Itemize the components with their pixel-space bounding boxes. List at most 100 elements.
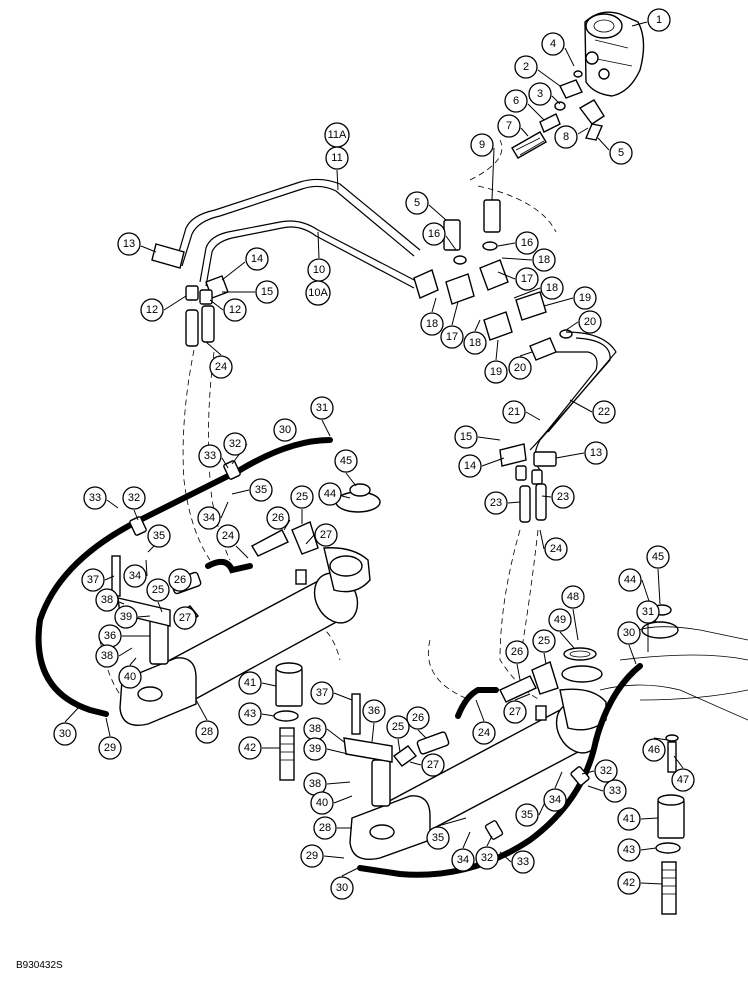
callout-circle [334, 449, 358, 473]
callout-number: 42 [623, 877, 635, 889]
callout-circle [273, 418, 297, 442]
callout-number: 44 [624, 574, 636, 586]
callout-circle [554, 125, 578, 149]
callout-circle [451, 848, 475, 872]
callout-circle [484, 491, 508, 515]
callout-circle [405, 191, 429, 215]
callout-circle [617, 807, 641, 831]
callout-17: 17 [440, 325, 464, 349]
callout-1: 1 [647, 8, 671, 32]
callout-circle [458, 454, 482, 478]
callout-circle [173, 606, 197, 630]
callout-circle [197, 506, 221, 530]
callout-number: 32 [229, 438, 241, 450]
callout-20: 20 [578, 310, 602, 334]
callout-30: 30 [53, 722, 77, 746]
callout-circle [617, 838, 641, 862]
callout-28: 28 [313, 816, 337, 840]
callout-13: 13 [584, 441, 608, 465]
callout-number: 37 [87, 574, 99, 586]
callout-11a: 11A [324, 122, 350, 148]
leader-lines [64, 21, 684, 885]
callout-number: 12 [229, 304, 241, 316]
callout-15: 15 [255, 280, 279, 304]
callout-35: 35 [515, 803, 539, 827]
right-cylinder-hardware [343, 604, 679, 807]
callout-number: 3 [537, 88, 543, 100]
callout-circle [305, 280, 331, 306]
callout-26: 26 [266, 506, 290, 530]
callout-number: 47 [677, 774, 689, 786]
callout-number: 36 [104, 630, 116, 642]
callout-19: 19 [573, 286, 597, 310]
callout-circle [544, 537, 568, 561]
callout-number: 41 [244, 677, 256, 689]
callout-39: 39 [114, 605, 138, 629]
callout-number: 35 [153, 530, 165, 542]
callout-number: 43 [623, 844, 635, 856]
callout-14: 14 [458, 454, 482, 478]
callout-number: 33 [517, 856, 529, 868]
callout-circle [551, 485, 575, 509]
callout-circle [440, 325, 464, 349]
callout-circle [123, 564, 147, 588]
callout-number: 25 [152, 584, 164, 596]
callout-number: 24 [550, 543, 562, 555]
callout-36: 36 [98, 624, 122, 648]
callout-circle [543, 788, 567, 812]
callout-circle [497, 114, 521, 138]
callout-circle [83, 486, 107, 510]
callout-number: 5 [414, 197, 420, 209]
callout-number: 30 [59, 728, 71, 740]
callout-21: 21 [502, 400, 526, 424]
callout-32: 32 [475, 846, 499, 870]
callout-circle [266, 506, 290, 530]
callout-circle [505, 640, 529, 664]
callout-10: 10 [307, 258, 331, 282]
callout-34: 34 [543, 788, 567, 812]
callout-number: 19 [490, 366, 502, 378]
callout-number: 26 [412, 712, 424, 724]
callout-circle [573, 286, 597, 310]
callout-30: 30 [617, 621, 641, 645]
callout-number: 39 [120, 611, 132, 623]
callout-number: 20 [514, 362, 526, 374]
callout-circle [646, 545, 670, 569]
callout-circle [290, 485, 314, 509]
callout-27: 27 [314, 523, 338, 547]
callout-33: 33 [83, 486, 107, 510]
callout-number: 46 [648, 744, 660, 756]
callout-43: 43 [238, 702, 262, 726]
callout-36: 36 [362, 699, 386, 723]
callout-2: 2 [514, 55, 538, 79]
callout-number: 27 [427, 759, 439, 771]
callout-number: 34 [203, 512, 215, 524]
tee-block-upper [413, 199, 573, 361]
callout-circle [146, 578, 170, 602]
callout-circle [508, 356, 532, 380]
callout-circle [223, 432, 247, 456]
callout-42: 42 [617, 871, 641, 895]
callout-circle [484, 360, 508, 384]
callout-circle [472, 721, 496, 745]
callout-circle [310, 791, 334, 815]
callout-number: 48 [567, 591, 579, 603]
callout-number: 27 [320, 529, 332, 541]
callout-34: 34 [451, 848, 475, 872]
callout-40: 40 [310, 791, 334, 815]
callout-number: 29 [306, 850, 318, 862]
callout-circle [318, 482, 342, 506]
callout-14: 14 [245, 247, 269, 271]
callout-number: 12 [146, 304, 158, 316]
callout-number: 39 [309, 743, 321, 755]
callout-number: 13 [590, 447, 602, 459]
callout-circle [325, 146, 349, 170]
callout-32: 32 [223, 432, 247, 456]
callout-circle [313, 816, 337, 840]
callout-circle [540, 276, 564, 300]
callout-number: 34 [549, 794, 561, 806]
callout-circle [541, 32, 565, 56]
callout-8: 8 [554, 125, 578, 149]
callout-circle [475, 846, 499, 870]
